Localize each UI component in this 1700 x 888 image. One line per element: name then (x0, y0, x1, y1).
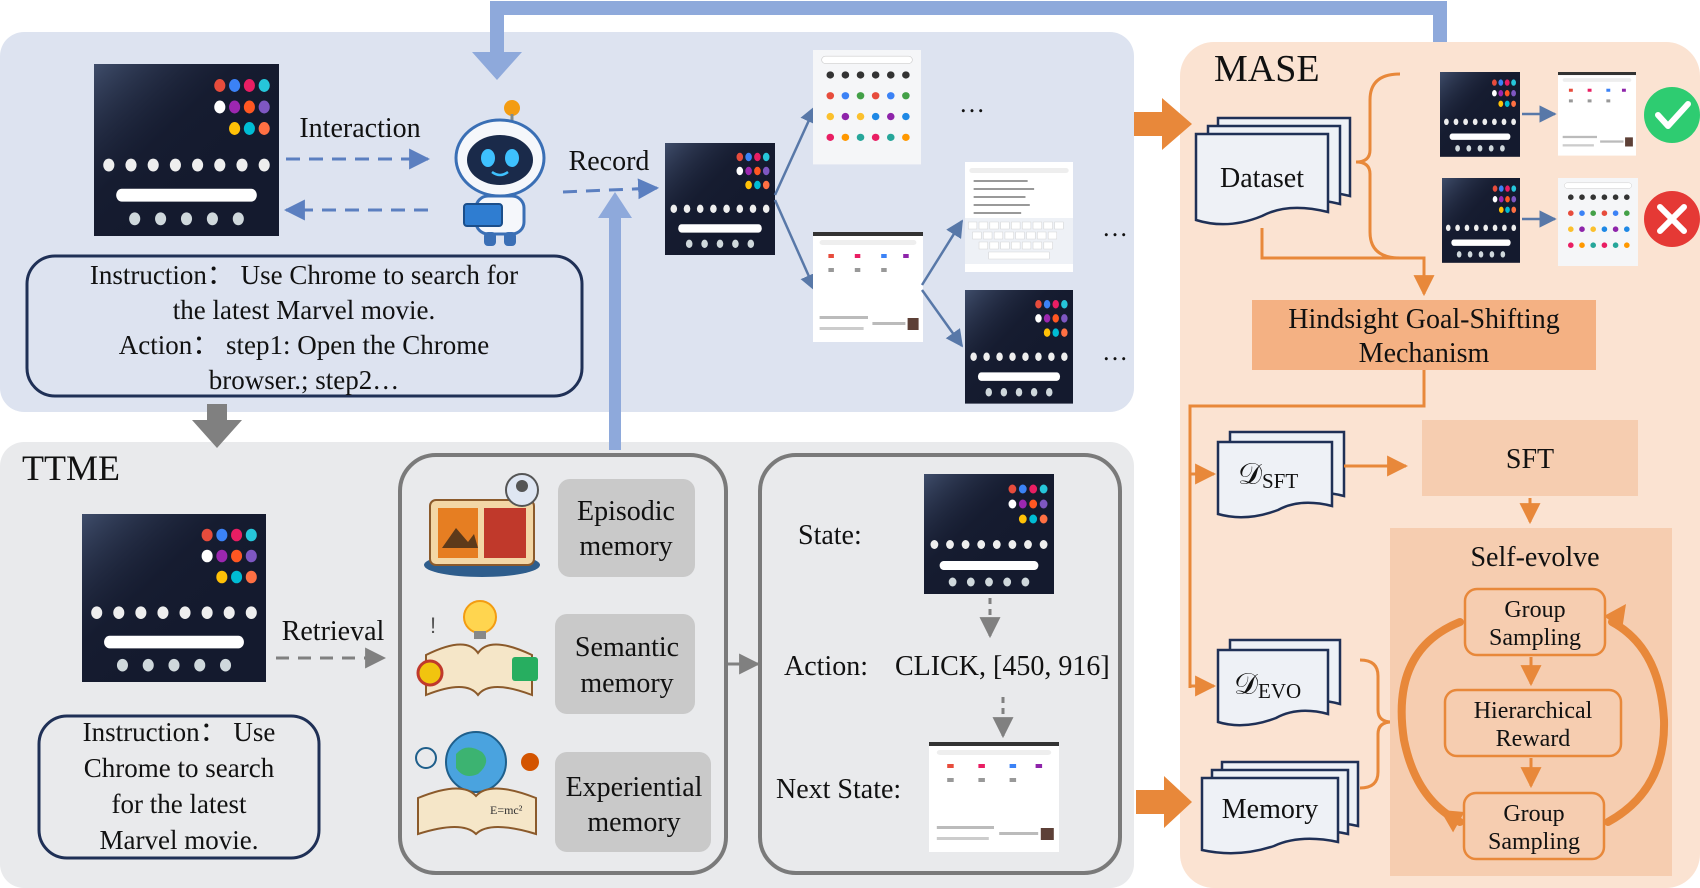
mase-success-start-screenshot (1440, 72, 1520, 157)
retrieval-label: Retrieval (282, 616, 385, 647)
initial-home-screenshot (94, 64, 279, 236)
ttme-instruction-line1: Instruction： Use (83, 717, 276, 747)
cycle-arrowhead-left (1440, 809, 1465, 833)
hierarchical-reward-line2: Reward (1496, 726, 1571, 752)
app-grid-screenshot (812, 49, 922, 165)
sft-label: SFT (1506, 444, 1554, 475)
episodic-memory-label-box (558, 479, 695, 577)
group-sampling-top-box (1463, 587, 1607, 657)
next-state-label: Next State: (776, 774, 901, 805)
d-evo-subscript: EVO (1258, 679, 1301, 703)
cycle-arc-left (1397, 618, 1464, 826)
ttme-instruction-line3: for the latest (112, 789, 247, 819)
recorded-home-screenshot (665, 143, 775, 255)
check-icon (1644, 87, 1700, 143)
arrow-ttme-to-mase (1136, 776, 1192, 828)
group-sampling-bottom-line2: Sampling (1488, 829, 1580, 855)
d-sft-symbol: 𝒟 (1238, 458, 1262, 491)
dataset-brace (1355, 72, 1401, 260)
dataset-label: Dataset (1220, 163, 1304, 194)
semantic-memory-label-box (555, 614, 695, 714)
group-sampling-bottom-line1: Group (1503, 801, 1564, 827)
sft-box (1422, 420, 1638, 496)
experiential-memory-icon: E=mc² (415, 731, 539, 836)
chrome-page-screenshot (813, 232, 923, 342)
feedback-arrow-line (490, 1, 1447, 60)
arrow-top-to-mase (1134, 98, 1192, 150)
hierarchical-reward-box (1443, 688, 1623, 758)
hgs-box (1252, 300, 1596, 370)
cross-icon (1644, 191, 1700, 247)
ttme-home-screenshot (82, 514, 266, 682)
tree-edge-home (920, 289, 964, 348)
top-instruction-line2: the latest Marvel movie. (173, 295, 435, 325)
hgs-split-line (1188, 370, 1426, 688)
hgs-line1: Hindsight Goal-Shifting (1288, 304, 1559, 335)
mase-title: MASE (1214, 48, 1320, 90)
state-label: State: (798, 520, 862, 551)
dataset-stack (1194, 116, 1352, 226)
episodic-memory-icon (424, 473, 540, 577)
ttme-instruction-line4: Marvel movie. (100, 825, 259, 855)
top-instruction-line1: Instruction： Use Chrome to search for (90, 260, 518, 290)
tree-edge-keyboard (920, 219, 964, 286)
keyboard-screenshot (964, 161, 1074, 273)
ttme-title: TTME (22, 448, 120, 488)
mase-failure-end-screenshot (1557, 177, 1639, 267)
down-arrow-to-ttme (192, 404, 242, 448)
semantic-memory-line1: Semantic (575, 632, 679, 663)
experiential-memory-line2: memory (587, 807, 680, 838)
next-state-screenshot (929, 742, 1059, 852)
experiential-memory-label-box (555, 752, 711, 852)
svg-text:E=mc²: E=mc² (490, 803, 523, 817)
d-sft-subscript: SFT (1262, 469, 1298, 493)
semantic-memory-icon: ! (416, 600, 538, 697)
d-sft-stack (1216, 430, 1346, 519)
ttme-instruction-box (37, 714, 321, 860)
cycle-arc-right (1604, 618, 1669, 826)
svg-text:!: ! (430, 613, 436, 638)
semantic-memory-line2: memory (580, 668, 673, 699)
self-evolve-title: Self-evolve (1470, 542, 1599, 573)
state-screenshot (924, 474, 1054, 594)
dataset-to-hgs-arrow (1260, 228, 1435, 297)
episodic-memory-line2: memory (579, 531, 672, 562)
tree-edge-lower (773, 199, 817, 292)
memory-label: Memory (1222, 794, 1318, 825)
record-label: Record (569, 146, 650, 177)
action-label: Action: (784, 651, 868, 682)
memory-feedback-arrowhead (598, 192, 632, 218)
top-action-line2: browser.; step2… (209, 365, 399, 395)
robot-agent-icon (454, 100, 546, 246)
feedback-arrowhead (472, 52, 522, 80)
top-action-line1: Action： step1: Open the Chrome (119, 330, 489, 360)
hgs-line2: Mechanism (1359, 338, 1490, 369)
record-arrow (562, 178, 660, 200)
interaction-label: Interaction (299, 113, 420, 144)
ellipsis-top: … (959, 89, 985, 118)
group-sampling-bottom-box (1462, 791, 1606, 861)
d-evo-symbol: 𝒟 (1234, 668, 1258, 701)
ttme-instruction-line2: Chrome to search (84, 753, 275, 783)
memory-stack (1200, 760, 1360, 855)
experiential-memory-line1: Experiential (566, 772, 703, 803)
ellipsis-bottom: … (1102, 337, 1128, 366)
hierarchical-reward-line1: Hierarchical (1474, 698, 1593, 724)
mase-success-end-screenshot (1558, 72, 1636, 156)
mase-failure-start-screenshot (1442, 178, 1520, 263)
group-sampling-top-line1: Group (1504, 597, 1565, 623)
second-home-screenshot (965, 290, 1073, 404)
episodic-memory-line1: Episodic (577, 496, 675, 527)
group-sampling-top-line2: Sampling (1489, 625, 1581, 651)
tree-edge-upper (773, 105, 817, 196)
cycle-arrowhead-right (1604, 604, 1626, 630)
ellipsis-middle: … (1102, 213, 1128, 242)
top-instruction-box (25, 254, 584, 398)
d-evo-stack (1216, 638, 1342, 727)
action-value: CLICK, [450, 916] (895, 651, 1110, 682)
